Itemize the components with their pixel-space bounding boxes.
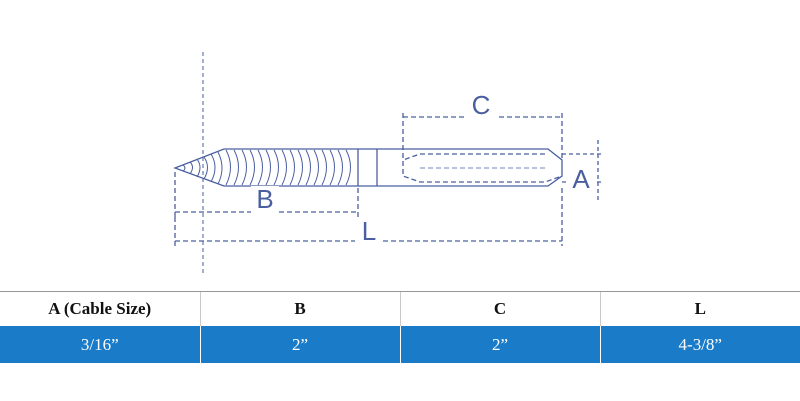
- label-a: A: [572, 164, 590, 194]
- table-row: 3/16” 2” 2” 4-3/8”: [0, 326, 800, 363]
- threaded-tip: [173, 148, 359, 187]
- label-b: B: [256, 184, 273, 214]
- cell-c: 2”: [399, 326, 600, 363]
- cell-l: 4-3/8”: [599, 326, 800, 363]
- label-l: L: [362, 216, 376, 246]
- cable-bore: [402, 153, 563, 183]
- thread-lines: [182, 149, 351, 186]
- label-c: C: [472, 90, 491, 120]
- cell-a: 3/16”: [80, 334, 119, 354]
- table-header-row: A (Cable Size) B C L: [0, 291, 800, 326]
- header-a: A (Cable Size): [0, 291, 200, 326]
- spec-table: A (Cable Size) B C L 3/16” 2” 2” 4-3/8”: [0, 291, 800, 363]
- technical-drawing: C A B L: [173, 52, 603, 275]
- dimension-c: [402, 113, 563, 160]
- header-l: L: [599, 291, 800, 326]
- shank-body: [358, 148, 563, 187]
- header-b: B: [199, 291, 400, 326]
- dimension-a: [562, 140, 603, 200]
- header-c: C: [399, 291, 600, 326]
- cell-b: 2”: [199, 326, 400, 363]
